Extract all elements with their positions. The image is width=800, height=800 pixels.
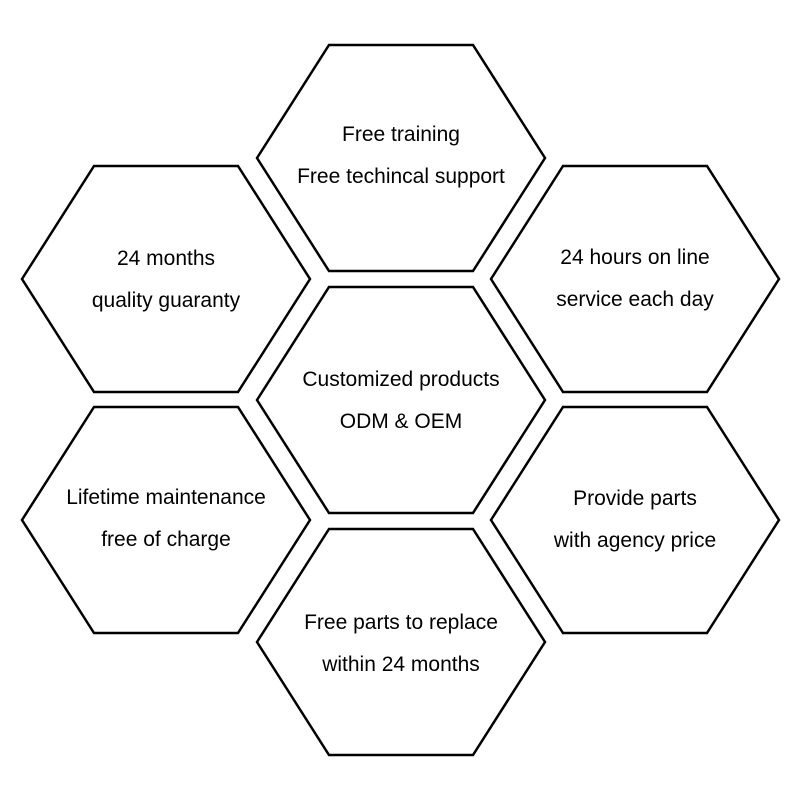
- hexagon-upper-right: [489, 164, 781, 394]
- hexagon-center-text: Customized products ODM & OEM: [281, 359, 521, 443]
- hexagon-upper-left-line-1: 24 months: [116, 247, 216, 270]
- hexagon-upper-right-text: 24 hours on line service each day: [515, 237, 755, 321]
- hexagon-top-line-1: Free training: [342, 123, 460, 146]
- hexagon-top-line-2: Free techincal support: [297, 165, 505, 188]
- hexagon-bottom-line-2: within 24 months: [322, 653, 480, 676]
- hexagon-bottom-text: Free parts to replace within 24 months: [281, 602, 521, 686]
- hexagon-lower-right-line-1: Provide parts: [573, 487, 697, 510]
- hexagon-center-line-1: Customized products: [302, 368, 500, 391]
- hexagon-lower-left: [20, 405, 312, 635]
- hexagon-upper-left: [20, 164, 312, 394]
- hexagon-upper-right-line-2: service each day: [556, 288, 714, 311]
- hexagon-top-text: Free training Free techincal support: [281, 114, 521, 198]
- hexagon-lower-left-line-2: free of charge: [101, 528, 231, 551]
- hexagon-lower-right-text: Provide parts with agency price: [515, 478, 755, 562]
- hexagon-bottom: [255, 527, 547, 757]
- hexagon-lower-right: [489, 405, 781, 635]
- hexagon-center-line-2: ODM & OEM: [339, 410, 463, 433]
- hexagon-lower-right-line-2: with agency price: [553, 529, 717, 552]
- hexagon-upper-left-line-2: quality guaranty: [91, 289, 241, 312]
- hexagon-top: [255, 43, 547, 273]
- hexagon-bottom-line-1: Free parts to replace: [304, 611, 498, 634]
- hexagon-center: [255, 285, 547, 515]
- hexagon-lower-left-text: Lifetime maintenance free of charge: [46, 477, 286, 561]
- hexagon-upper-left-text: 24 months quality guaranty: [46, 238, 286, 322]
- hexagon-upper-right-line-1: 24 hours on line: [560, 246, 710, 269]
- hexagon-lower-left-line-1: Lifetime maintenance: [66, 486, 266, 509]
